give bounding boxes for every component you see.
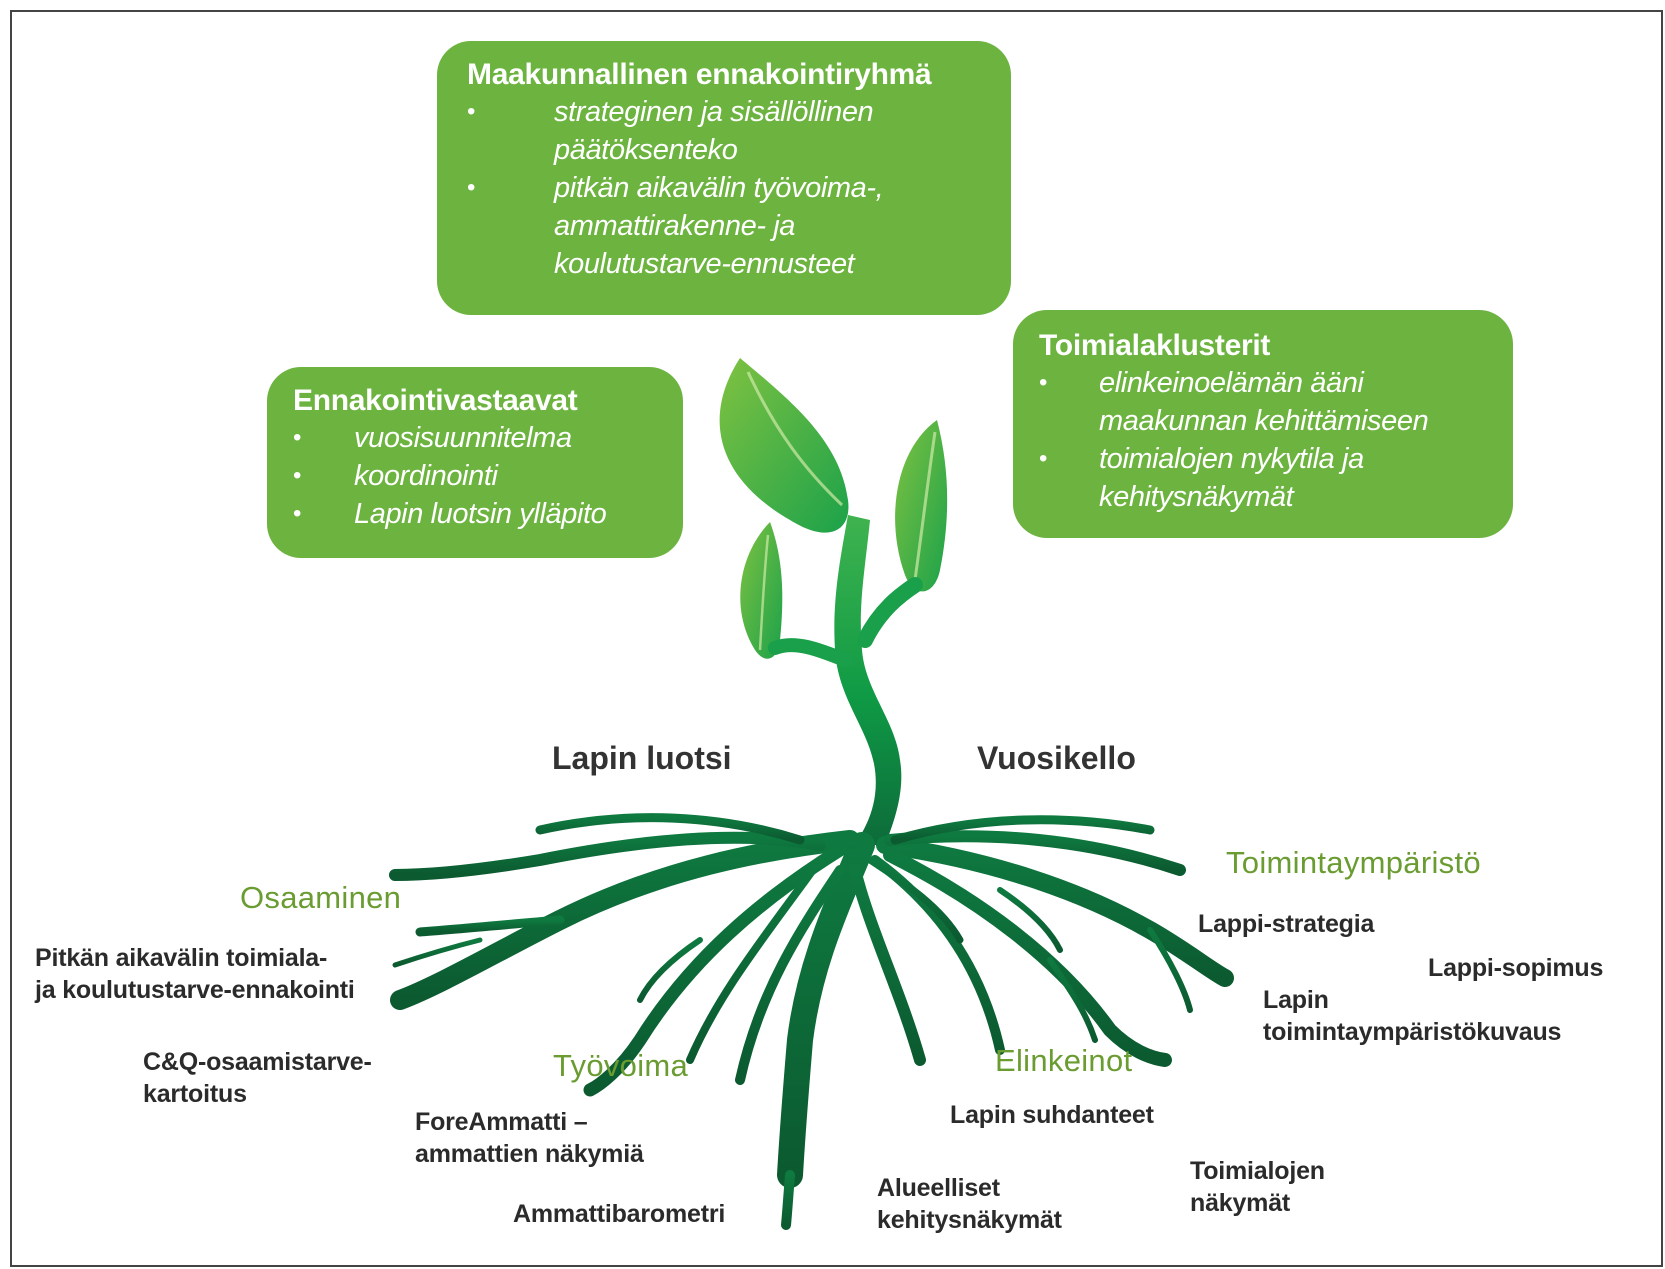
roots (389, 813, 1234, 1230)
box-title: Toimialaklusterit (1039, 329, 1271, 362)
list-item-line: Lapin luotsin ylläpito (354, 498, 607, 530)
item-line: kehitysnäkymät (877, 1206, 1062, 1234)
list-item-line: päätöksenteko (554, 134, 738, 166)
item-line: toimintaympäristökuvaus (1263, 1018, 1562, 1046)
bullet-icon: • (1039, 369, 1048, 396)
item-line: kartoitus (143, 1080, 247, 1108)
item-foreammatti: ForeAmmatti – ammattien näkymiä (415, 1106, 644, 1170)
category-elinkeinot: Elinkeinot (995, 1043, 1133, 1078)
list-item: • vuosisuunnitelma (293, 419, 683, 457)
bullet-icon: • (293, 424, 302, 451)
stem (768, 515, 923, 845)
bullet-icon: • (1039, 445, 1048, 472)
item-line: Toimialojen (1190, 1157, 1325, 1185)
item-line: ammattien näkymiä (415, 1140, 644, 1168)
list-item-line: vuosisuunnitelma (354, 422, 572, 454)
item-lapin-suhdanteet: Lapin suhdanteet (950, 1101, 1154, 1129)
item-lappi-sopimus: Lappi-sopimus (1428, 954, 1604, 982)
list-item: • toimialojen nykytila ja kehitysnäkymät (1039, 440, 1513, 516)
category-tyovoima: Työvoima (553, 1048, 689, 1083)
heading-lapin-luotsi: Lapin luotsi (552, 740, 732, 776)
item-toimialojen-nakymat: Toimialojen näkymät (1190, 1155, 1325, 1219)
list-item: • pitkän aikavälin työvoima-, ammattirak… (467, 169, 1011, 283)
leaf-group (719, 358, 948, 659)
bullet-icon: • (467, 98, 476, 125)
category-toimintaymparisto: Toimintaympäristö (1226, 845, 1481, 880)
item-line: Lapin (1263, 986, 1329, 1014)
leaf-large (719, 358, 849, 533)
bullet-icon: • (293, 462, 302, 489)
list-item-line: ammattirakenne- ja (554, 210, 796, 242)
item-lapin-toimintaymparistokuvaus: Lapin toimintaympäristökuvaus (1263, 984, 1561, 1048)
item-line: Pitkän aikavälin toimiala- (35, 944, 328, 972)
item-line: C&Q-osaamistarve- (143, 1048, 372, 1076)
list-item: • elinkeinoelämän ääni maakunnan kehittä… (1039, 364, 1513, 440)
item-line: näkymät (1190, 1189, 1291, 1217)
category-osaaminen: Osaaminen (240, 880, 402, 915)
item-alueelliset-kehitysnakymat: Alueelliset kehitysnäkymät (877, 1172, 1062, 1236)
box-maakunnallinen-ennakointiryhma: Maakunnallinen ennakointiryhmä • strateg… (437, 41, 1011, 315)
list-item-line: strateginen ja sisällöllinen (554, 96, 874, 128)
bullet-icon: • (293, 500, 302, 527)
list-item: • koordinointi (293, 457, 683, 495)
bullet-list: • strateginen ja sisällöllinen päätöksen… (467, 93, 1011, 283)
box-ennakointivastaavat: Ennakointivastaavat • vuosisuunnitelma •… (267, 367, 683, 558)
bullet-list: • elinkeinoelämän ääni maakunnan kehittä… (1039, 364, 1513, 516)
item-line: Alueelliset (877, 1174, 1000, 1202)
item-line: ForeAmmatti – (415, 1108, 588, 1136)
box-toimialaklusterit: Toimialaklusterit • elinkeinoelämän ääni… (1013, 310, 1513, 538)
list-item-line: kehitysnäkymät (1099, 481, 1294, 513)
box-title: Maakunnallinen ennakointiryhmä (467, 58, 932, 91)
list-item: • strateginen ja sisällöllinen päätöksen… (467, 93, 1011, 169)
bullet-list: • vuosisuunnitelma • koordinointi • Lapi… (293, 419, 683, 533)
list-item-line: elinkeinoelämän ääni (1099, 367, 1364, 399)
item-line: ja koulutustarve-ennakointi (35, 976, 355, 1004)
item-cq-osaamistarvekartoitus: C&Q-osaamistarve- kartoitus (143, 1046, 372, 1110)
heading-vuosikello: Vuosikello (977, 740, 1136, 776)
list-item: • Lapin luotsin ylläpito (293, 495, 683, 533)
item-lappi-strategia: Lappi-strategia (1198, 910, 1375, 938)
list-item-line: koulutustarve-ennusteet (554, 248, 855, 280)
leaf-right (895, 420, 948, 592)
list-item-line: toimialojen nykytila ja (1099, 443, 1364, 475)
list-item-line: koordinointi (354, 460, 498, 492)
box-title: Ennakointivastaavat (293, 384, 578, 417)
item-pitkan-aikavalin: Pitkän aikavälin toimiala- ja koulutusta… (35, 942, 355, 1006)
item-ammattibarometri: Ammattibarometri (513, 1200, 726, 1228)
list-item-line: pitkän aikavälin työvoima-, (554, 172, 884, 204)
list-item-line: maakunnan kehittämiseen (1099, 405, 1429, 437)
leaf-small (740, 522, 783, 659)
bullet-icon: • (467, 174, 476, 201)
